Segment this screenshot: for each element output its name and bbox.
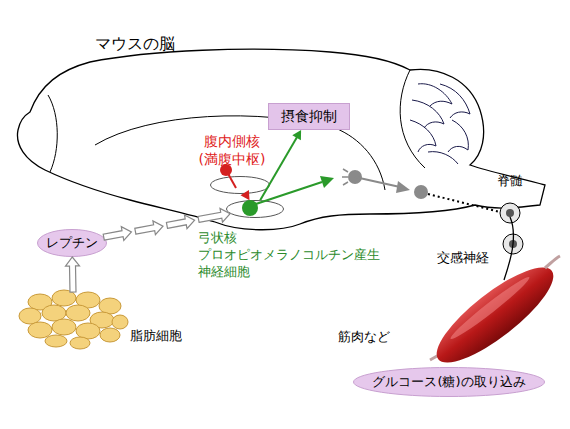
cerebellum-boundary bbox=[400, 70, 425, 168]
ellipse-outline bbox=[210, 176, 270, 194]
process-box: 摂食抑制 bbox=[268, 103, 350, 130]
leptin-ellipse: レプチン bbox=[37, 229, 107, 257]
connector bbox=[103, 208, 230, 240]
hollow-arrow bbox=[166, 215, 194, 229]
connector-line bbox=[260, 137, 297, 200]
hollow-arrow bbox=[135, 221, 163, 235]
red-neuron bbox=[220, 164, 236, 188]
arrow-head bbox=[241, 190, 250, 200]
connector bbox=[260, 130, 301, 200]
olfactory-line bbox=[48, 95, 57, 172]
part-label: 交感神経 bbox=[437, 249, 489, 267]
connector bbox=[241, 190, 250, 200]
hollow-arrow bbox=[103, 227, 131, 241]
brain-inner-line bbox=[335, 128, 385, 190]
connector bbox=[66, 257, 80, 292]
node-text: 腹内側核 (満腹中枢) bbox=[192, 132, 272, 168]
dotted-pathway bbox=[428, 194, 500, 212]
node-text: レプチン bbox=[46, 235, 98, 251]
spinal-cord-symbol bbox=[500, 203, 523, 280]
part-label: 脊髄 bbox=[497, 172, 523, 190]
hollow-arrow bbox=[66, 257, 80, 292]
vmh-nucleus: 腹内側核 (満腹中枢) bbox=[210, 176, 270, 194]
node-text: 摂食抑制 bbox=[281, 108, 337, 125]
gray-neuron bbox=[342, 169, 428, 199]
diagram-heading: マウスの脳 bbox=[95, 34, 175, 55]
node-text: 脂肪細胞 bbox=[130, 328, 210, 345]
arrow-head bbox=[292, 130, 301, 140]
cerebellum-folia bbox=[410, 84, 470, 164]
connector-line bbox=[244, 192, 246, 194]
muscle-illustration bbox=[425, 253, 566, 376]
glucose-ellipse: グルコース(糖)の取り込み bbox=[353, 367, 545, 397]
hollow-arrow bbox=[198, 208, 230, 222]
part-label: 筋肉など bbox=[338, 328, 390, 346]
brain-outline bbox=[17, 49, 545, 230]
node-text: グルコース(糖)の取り込み bbox=[372, 374, 525, 390]
green-neuron bbox=[242, 176, 334, 216]
node-text: 弓状核 プロオピオメラノコルチン産生 神経細胞 bbox=[198, 230, 388, 281]
fat-cells bbox=[19, 290, 128, 349]
